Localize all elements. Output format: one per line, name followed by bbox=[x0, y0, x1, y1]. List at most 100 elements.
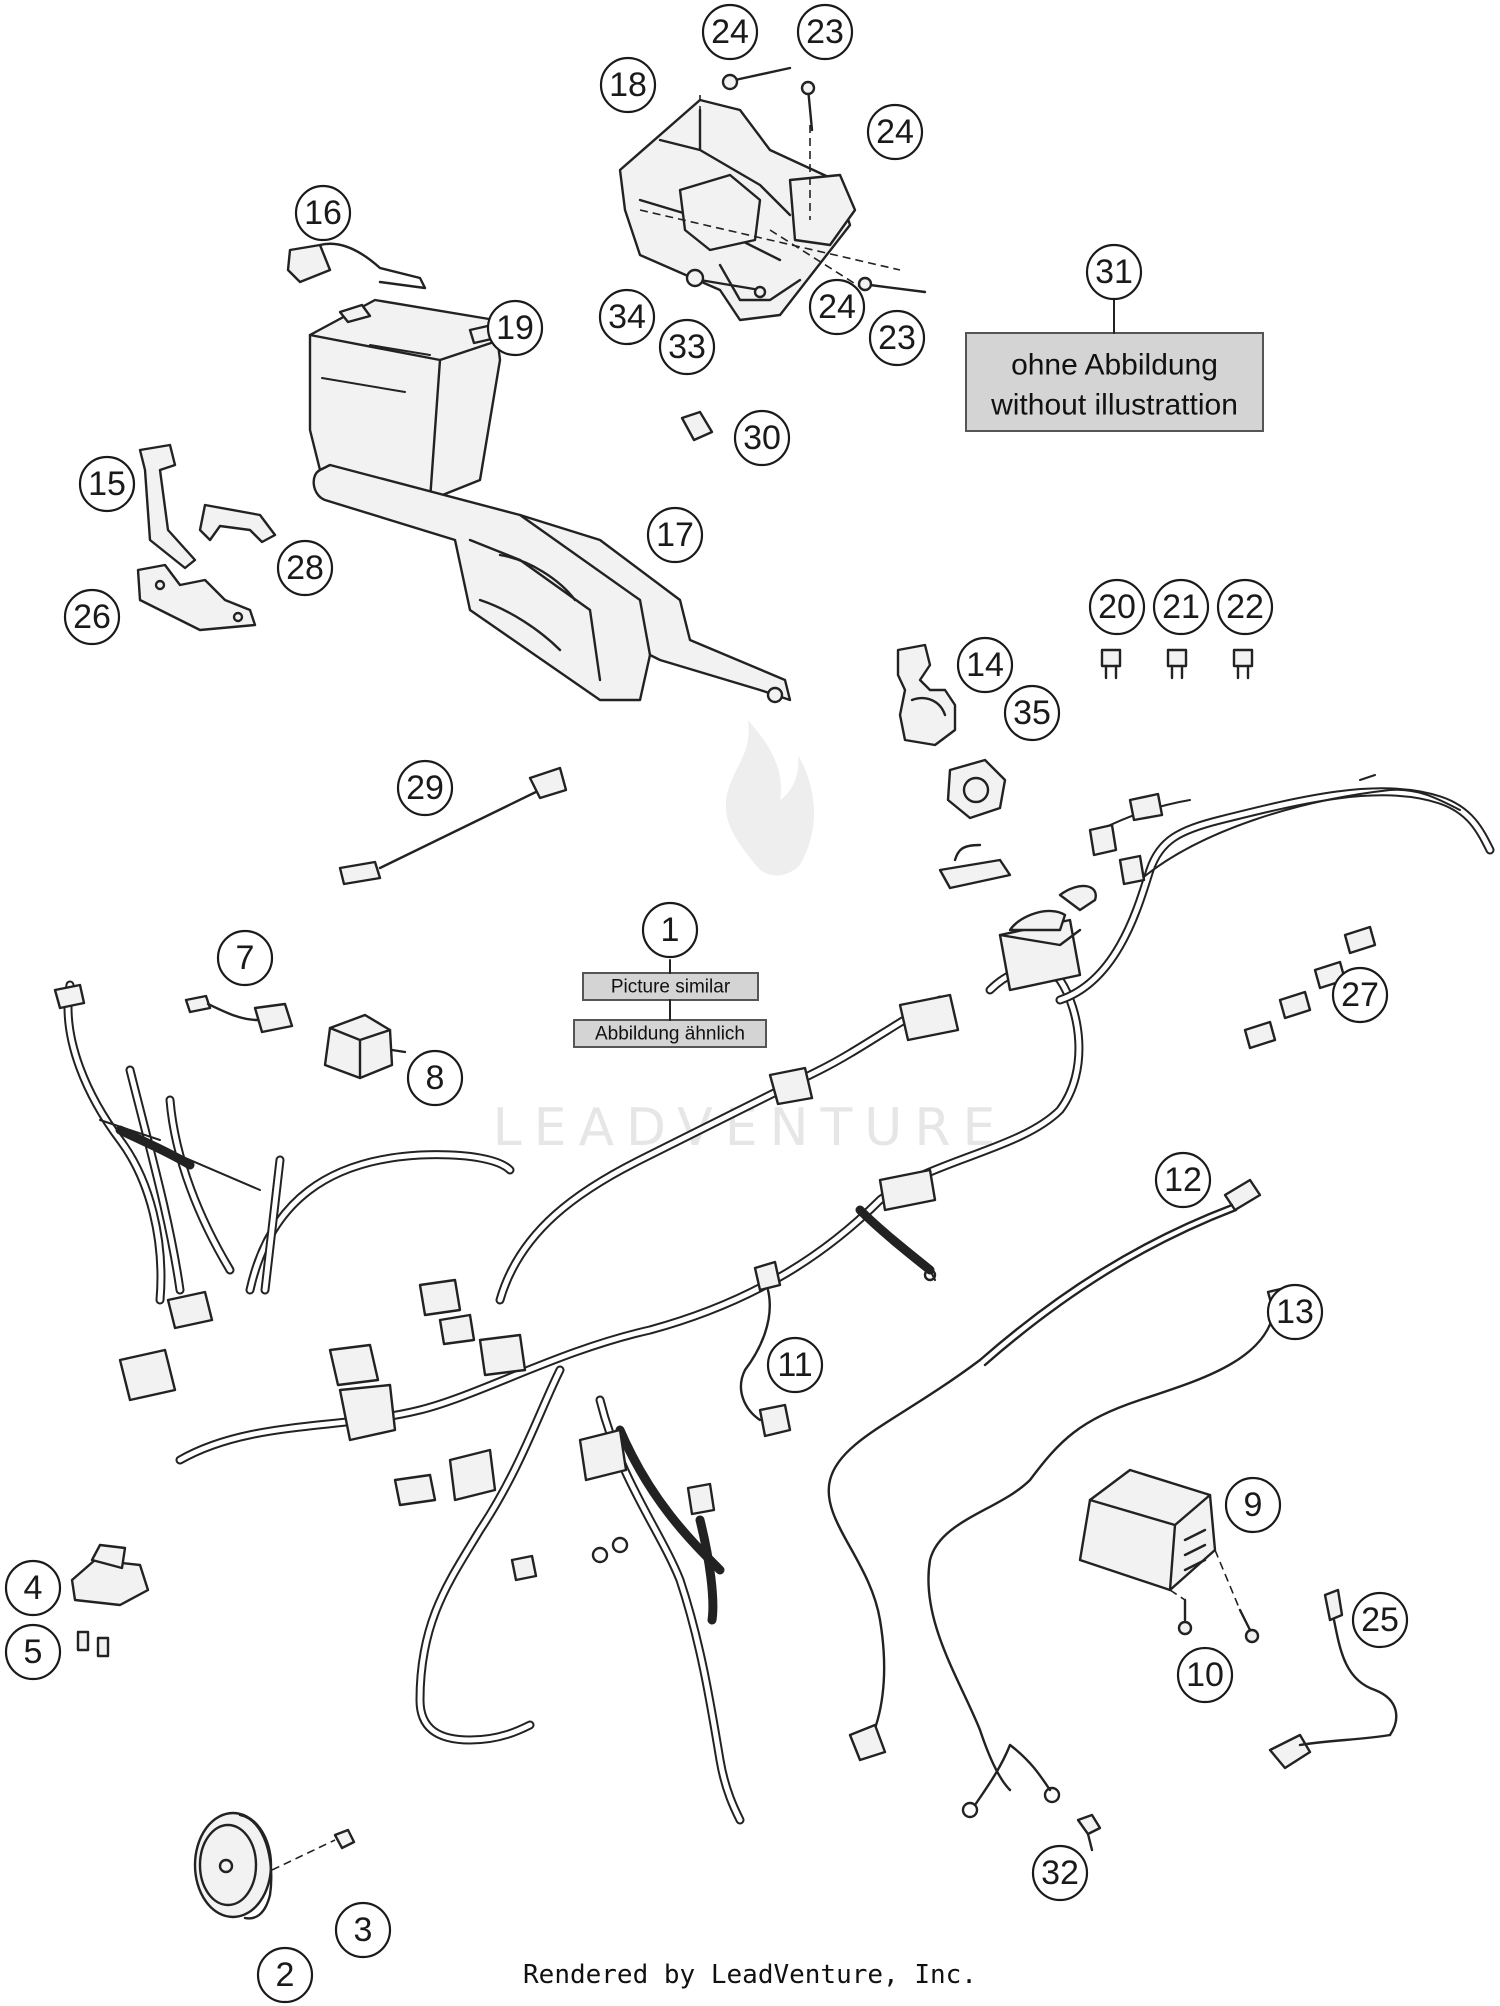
svg-text:34: 34 bbox=[608, 298, 646, 336]
svg-text:4: 4 bbox=[24, 1569, 43, 1607]
svg-text:17: 17 bbox=[656, 516, 694, 554]
callout-4: 4 bbox=[6, 1561, 60, 1615]
svg-text:1: 1 bbox=[661, 911, 680, 949]
callout-16: 16 bbox=[296, 186, 350, 240]
svg-text:28: 28 bbox=[286, 549, 324, 587]
svg-text:24: 24 bbox=[711, 13, 749, 51]
callout-1: 1 bbox=[643, 903, 697, 957]
callout-29: 29 bbox=[398, 761, 452, 815]
footer-rendered-by: Rendered by LeadVenture, Inc. bbox=[0, 1960, 1500, 1990]
svg-text:23: 23 bbox=[806, 13, 844, 51]
svg-text:24: 24 bbox=[876, 113, 914, 151]
svg-text:20: 20 bbox=[1098, 588, 1136, 626]
note-picture-similar: Picture similar bbox=[583, 973, 758, 1000]
svg-text:29: 29 bbox=[406, 769, 444, 807]
svg-text:19: 19 bbox=[496, 309, 534, 347]
svg-text:16: 16 bbox=[304, 194, 342, 232]
part-14-switch bbox=[898, 645, 955, 745]
svg-text:9: 9 bbox=[1244, 1486, 1263, 1524]
callout-27: 27 bbox=[1333, 968, 1387, 1022]
part-7-sensor bbox=[186, 996, 292, 1032]
svg-text:21: 21 bbox=[1162, 588, 1200, 626]
note-without-illustration-text: without illustrattion bbox=[990, 389, 1238, 422]
callout-20: 20 bbox=[1090, 580, 1144, 634]
callout-33: 33 bbox=[660, 320, 714, 374]
part-2-horn bbox=[195, 1813, 271, 1918]
svg-text:27: 27 bbox=[1341, 976, 1379, 1014]
callout-34: 34 bbox=[600, 290, 654, 344]
svg-text:25: 25 bbox=[1361, 1601, 1399, 1639]
svg-text:32: 32 bbox=[1041, 1854, 1079, 1892]
callout-25: 25 bbox=[1353, 1593, 1407, 1647]
callout-17: 17 bbox=[648, 508, 702, 562]
callout-3: 3 bbox=[336, 1903, 390, 1957]
part-17-battery-holder bbox=[314, 465, 790, 702]
svg-text:30: 30 bbox=[743, 419, 781, 457]
part-21-fuse bbox=[1168, 650, 1186, 678]
svg-text:3: 3 bbox=[354, 1911, 373, 1949]
svg-text:33: 33 bbox=[668, 328, 706, 366]
part-15-bracket bbox=[140, 445, 195, 568]
svg-text:26: 26 bbox=[73, 598, 111, 636]
callout-24-lower: 24 bbox=[810, 280, 864, 334]
callout-15: 15 bbox=[80, 457, 134, 511]
callout-26: 26 bbox=[65, 590, 119, 644]
svg-text:22: 22 bbox=[1226, 588, 1264, 626]
part-18-bracket bbox=[620, 68, 925, 320]
watermark: LEADVENTURE bbox=[493, 720, 1008, 1158]
callout-12: 12 bbox=[1156, 1153, 1210, 1207]
callout-35: 35 bbox=[1005, 686, 1059, 740]
part-5-screws bbox=[78, 1632, 108, 1656]
part-3-nut bbox=[272, 1830, 354, 1870]
svg-text:18: 18 bbox=[609, 66, 647, 104]
part-22-fuse bbox=[1234, 650, 1252, 678]
svg-text:8: 8 bbox=[426, 1059, 445, 1097]
part-4-block bbox=[72, 1545, 148, 1605]
part-20-fuse bbox=[1102, 650, 1120, 678]
part-30-plug bbox=[682, 412, 712, 440]
note-without-illustration: ohne Abbildung without illustrattion bbox=[966, 333, 1263, 431]
callout-9: 9 bbox=[1226, 1478, 1280, 1532]
part-8-relay bbox=[325, 1015, 405, 1078]
callout-22: 22 bbox=[1218, 580, 1272, 634]
callout-24-top: 24 bbox=[703, 5, 757, 59]
callout-5: 5 bbox=[6, 1625, 60, 1679]
note-picture-similar-text: Picture similar bbox=[611, 977, 731, 998]
callout-8: 8 bbox=[408, 1051, 462, 1105]
callout-7: 7 bbox=[218, 931, 272, 985]
callout-21: 21 bbox=[1154, 580, 1208, 634]
callout-14: 14 bbox=[958, 638, 1012, 692]
callout-30: 30 bbox=[735, 411, 789, 465]
note-abbildung-aehnlich-text: Abbildung ähnlich bbox=[595, 1024, 745, 1045]
svg-text:24: 24 bbox=[818, 288, 856, 326]
svg-text:23: 23 bbox=[878, 319, 916, 357]
part-16-clip bbox=[288, 244, 425, 288]
svg-text:7: 7 bbox=[236, 939, 255, 977]
part-26-plate bbox=[138, 565, 255, 630]
svg-text:10: 10 bbox=[1186, 1656, 1224, 1694]
callout-19: 19 bbox=[488, 301, 542, 355]
callout-23-top: 23 bbox=[798, 5, 852, 59]
svg-text:31: 31 bbox=[1095, 253, 1133, 291]
part-28-rubber bbox=[200, 505, 275, 542]
callout-23-right: 23 bbox=[870, 311, 924, 365]
svg-text:35: 35 bbox=[1013, 694, 1051, 732]
callout-13: 13 bbox=[1268, 1285, 1322, 1339]
svg-text:11: 11 bbox=[777, 1346, 812, 1384]
part-32-nut bbox=[1078, 1815, 1100, 1850]
callout-10: 10 bbox=[1178, 1648, 1232, 1702]
callout-32: 32 bbox=[1033, 1846, 1087, 1900]
part-29-cable bbox=[340, 768, 566, 884]
callout-24-right: 24 bbox=[868, 105, 922, 159]
callout-31: 31 bbox=[1087, 245, 1141, 299]
svg-text:5: 5 bbox=[24, 1633, 43, 1671]
note-ohne-abbildung-text: ohne Abbildung bbox=[1011, 349, 1218, 382]
callout-11: 11 bbox=[768, 1338, 822, 1392]
note-abbildung-aehnlich: Abbildung ähnlich bbox=[574, 1020, 766, 1047]
callout-28: 28 bbox=[278, 541, 332, 595]
callout-18: 18 bbox=[601, 58, 655, 112]
svg-text:13: 13 bbox=[1276, 1293, 1314, 1331]
svg-text:15: 15 bbox=[88, 465, 126, 503]
part-9-regulator bbox=[1080, 1470, 1215, 1590]
